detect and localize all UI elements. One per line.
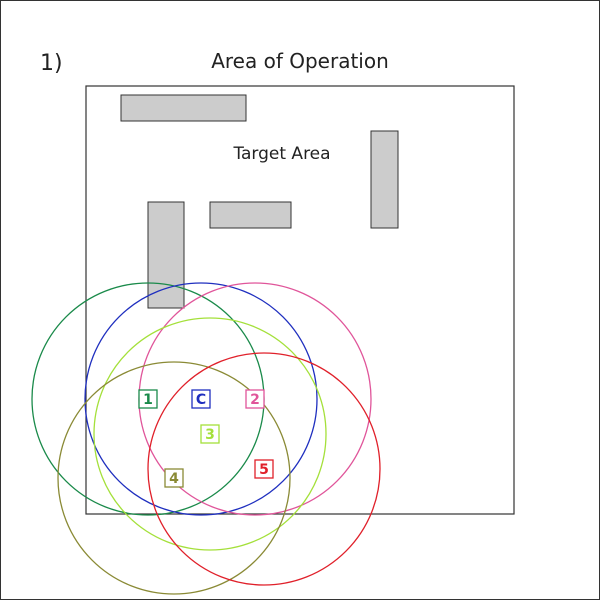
obstacle-top-left (120, 94, 247, 122)
marker-1: 1 (138, 389, 158, 409)
marker-group: 1 C 2 3 4 5 (138, 389, 274, 488)
coverage-circle-c (84, 282, 318, 516)
obstacle-center (209, 201, 292, 229)
marker-1-label: 1 (143, 392, 153, 408)
marker-2-label: 2 (250, 392, 260, 408)
diagram-title: Area of Operation (211, 49, 389, 73)
obstacle-right (370, 130, 399, 229)
coverage-circle-5 (147, 352, 381, 586)
obstacle-group (120, 94, 399, 309)
marker-5: 5 (254, 459, 274, 479)
marker-5-label: 5 (259, 462, 269, 478)
marker-3-label: 3 (205, 427, 215, 443)
marker-c-label: C (196, 392, 206, 408)
marker-2: 2 (245, 389, 265, 409)
marker-3: 3 (200, 424, 220, 444)
target-area-label: Target Area (232, 144, 330, 164)
figure-number: 1) (40, 51, 63, 76)
marker-c: C (191, 389, 211, 409)
coverage-circle-4 (57, 361, 291, 595)
coverage-circle-3 (93, 317, 327, 551)
marker-4: 4 (164, 468, 184, 488)
area-of-operation-boundary (85, 85, 515, 515)
marker-4-label: 4 (169, 471, 179, 487)
obstacle-left (147, 201, 185, 309)
